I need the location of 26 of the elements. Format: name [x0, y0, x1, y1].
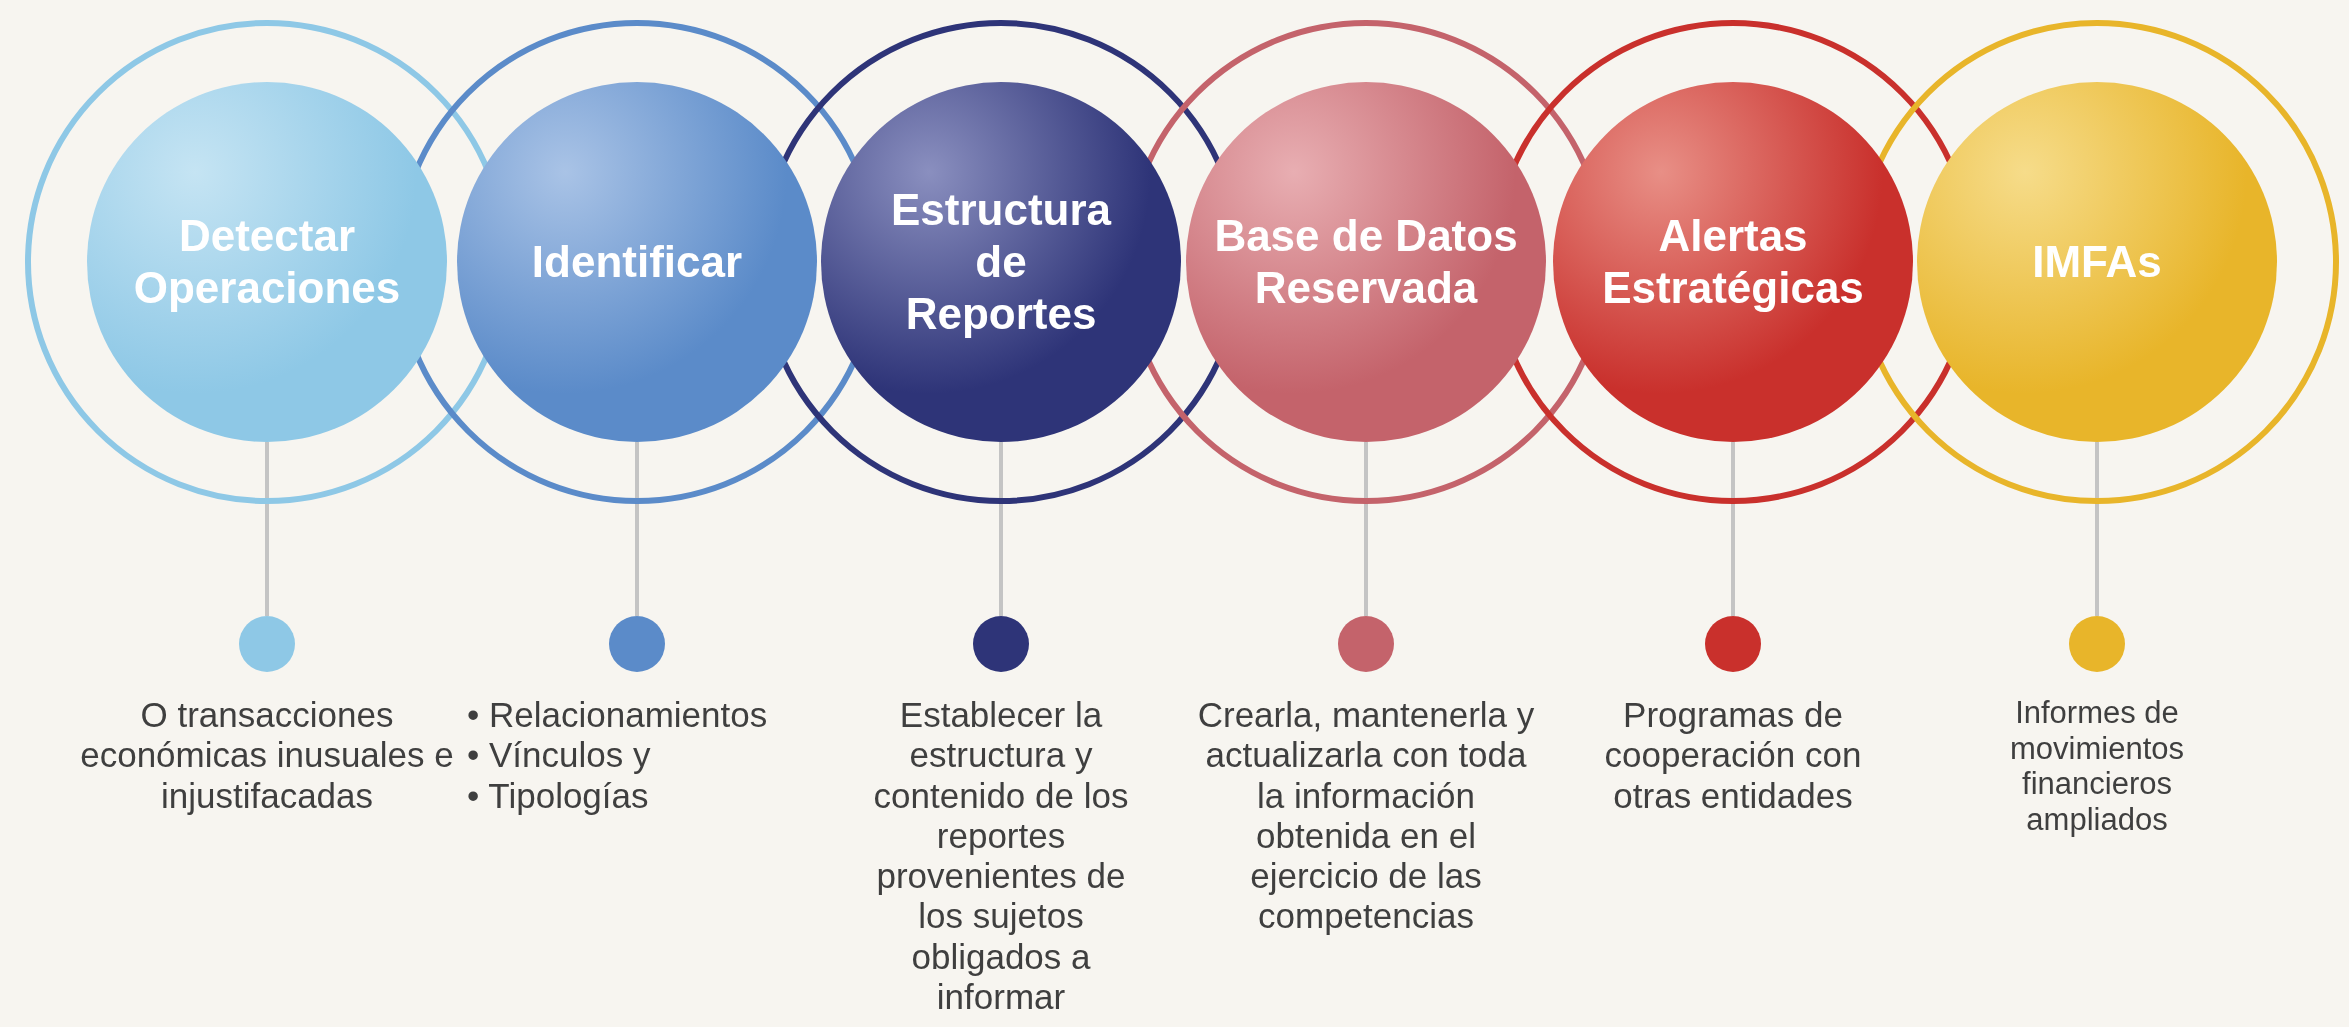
circle-title: Estructura de Reportes — [889, 184, 1113, 340]
list-item: • Vínculos y — [467, 735, 652, 776]
dot-marker — [1338, 616, 1394, 672]
dot-marker — [2069, 616, 2125, 672]
dot-marker — [1705, 616, 1761, 672]
circle-title: Base de Datos Reservada — [1213, 210, 1519, 314]
connector-line — [1364, 442, 1368, 616]
circle-title: IMFAs — [2031, 236, 2163, 288]
circle-title: Detectar Operaciones — [132, 210, 402, 314]
circle-title: Identificar — [530, 236, 744, 288]
list-item: • Relacionamientos — [467, 695, 769, 736]
dot-marker — [609, 616, 665, 672]
description-text: Programas de cooperación con otras entidades — [1603, 695, 1863, 816]
connector-line — [265, 442, 269, 616]
connector-line — [999, 442, 1003, 616]
description-text: Informes de movimientos financieros ampliados — [2009, 695, 2185, 838]
connector-line — [635, 442, 639, 616]
connector-line — [2095, 442, 2099, 616]
description-text: Crearla, mantenerla y actualizarla con toda la información obtenida en el ejercicio de las competencias — [1196, 695, 1536, 937]
dot-marker — [239, 616, 295, 672]
connector-line — [1731, 442, 1735, 616]
list-item: • Tipologías — [467, 775, 650, 816]
description-text: Establecer la estructura y contenido de los reportes provenientes de los sujetos obligados a informar — [872, 695, 1130, 1017]
description-text: O transacciones económicas inusuales e injustifacadas — [79, 695, 455, 816]
circle-title: Alertas Estratégicas — [1601, 210, 1865, 314]
dot-marker — [973, 616, 1029, 672]
